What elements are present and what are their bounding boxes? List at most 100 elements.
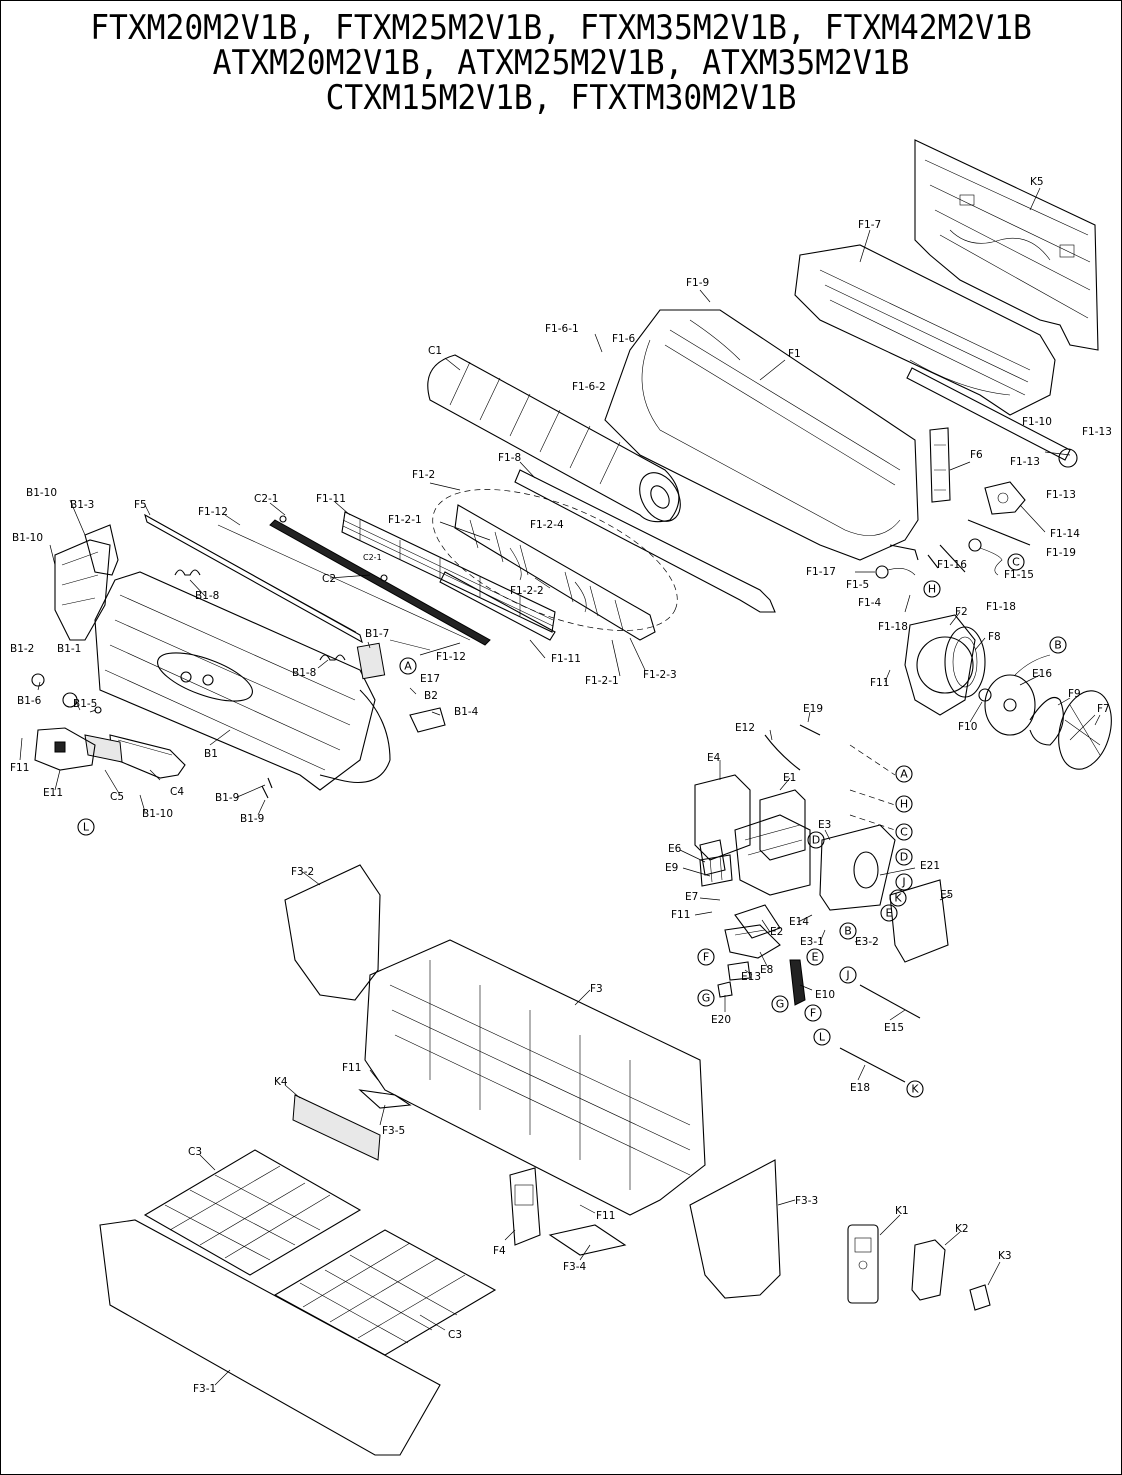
part-label: F1-2 xyxy=(412,469,435,481)
ref-marker-label: J xyxy=(845,969,849,982)
ref-marker-b-bottom: B xyxy=(839,922,857,940)
part-label: B1-3 xyxy=(70,499,94,511)
part-label: F3 xyxy=(590,983,603,995)
part-label: C4 xyxy=(170,786,184,798)
ref-marker-label: L xyxy=(83,821,90,834)
part-label: B1 xyxy=(204,748,218,760)
e19-wire-drawing xyxy=(799,724,821,736)
part-label: F11 xyxy=(596,1210,615,1222)
f5-rail-drawing xyxy=(144,513,363,644)
part-label: F1-17 xyxy=(806,566,836,578)
ref-marker-k-bottom: K xyxy=(906,1080,924,1098)
front-panel-drawing xyxy=(99,1219,441,1456)
part-label: F1-2-1 xyxy=(388,514,422,526)
part-label: E17 xyxy=(420,673,440,685)
f6-bracket-drawing xyxy=(929,427,951,503)
part-label: F1-6-2 xyxy=(572,381,606,393)
part-label: F1-2-3 xyxy=(643,669,677,681)
ref-marker-label: G xyxy=(776,998,785,1011)
ref-marker-j-right: J xyxy=(895,873,913,891)
e6-terminal-drawing xyxy=(699,854,733,887)
bearing-rod-drawing xyxy=(906,367,1078,468)
part-label: F1-5 xyxy=(846,579,869,591)
f3-5-part-drawing xyxy=(358,1089,412,1109)
part-label: F9 xyxy=(1068,688,1081,700)
wiring-dashed-lead-a xyxy=(849,744,896,776)
part-label: E4 xyxy=(707,752,721,764)
ref-marker-label: G xyxy=(702,992,711,1005)
part-label: C1 xyxy=(428,345,442,357)
ref-marker-h-top: H xyxy=(923,580,941,598)
f8-ring-drawing xyxy=(944,626,986,698)
part-label: C3 xyxy=(448,1329,462,1341)
f1-19-rod xyxy=(967,519,1031,546)
part-label: E6 xyxy=(668,843,682,855)
part-label: C2 xyxy=(322,573,336,585)
part-label: F3-5 xyxy=(382,1125,405,1137)
top-grille-drawing xyxy=(794,244,1056,416)
ref-marker-a-right: A xyxy=(895,765,913,783)
part-label: F1-10 xyxy=(1022,416,1052,428)
ref-marker-k-right: K xyxy=(889,889,907,907)
e3-cover-drawing xyxy=(819,824,896,911)
part-label: B1-2 xyxy=(10,643,34,655)
part-label: F1-13 xyxy=(1010,456,1040,468)
f1-15-sensor-drawing xyxy=(968,538,1003,576)
part-label: F1-8 xyxy=(498,452,521,464)
f1-4-motor-drawing xyxy=(875,565,916,579)
part-label: E3-2 xyxy=(855,936,879,948)
mounting-plate-drawing xyxy=(914,139,1099,351)
part-label: F1-12 xyxy=(436,651,466,663)
part-label: B1-1 xyxy=(57,643,81,655)
main-frame-drawing xyxy=(604,309,919,561)
part-label: F1-12 xyxy=(198,506,228,518)
e12-wire-drawing xyxy=(764,734,801,771)
reference-markers: A L C H B A H C D D J K E B E F G G F J … xyxy=(77,553,1067,1098)
e8-pcb-drawing xyxy=(724,924,781,959)
e11-display-drawing xyxy=(34,727,96,771)
part-label: F1-6-1 xyxy=(545,323,579,335)
part-label: E20 xyxy=(711,1014,731,1026)
part-label: E21 xyxy=(920,860,940,872)
part-label: F1-7 xyxy=(858,219,881,231)
part-label: F1-18 xyxy=(878,621,908,633)
ref-marker-b-top: B xyxy=(1049,636,1067,654)
part-label: F1-16 xyxy=(937,559,967,571)
part-label: F1-11 xyxy=(316,493,346,505)
ref-marker-label: C xyxy=(900,826,908,839)
f1-8-arm-drawing xyxy=(514,469,776,613)
part-label: E9 xyxy=(665,862,678,874)
part-label: F5 xyxy=(134,499,147,511)
part-label: F1-2-2 xyxy=(510,585,544,597)
part-label: E15 xyxy=(884,1022,904,1034)
ref-marker-label: B xyxy=(844,925,852,938)
k1-remote-drawing xyxy=(847,1224,879,1304)
ref-marker-a-left: A xyxy=(399,657,417,675)
ref-marker-e-right: E xyxy=(880,904,898,922)
part-label: E5 xyxy=(940,889,953,901)
b1-8-clip-upper xyxy=(174,569,201,576)
ref-marker-label: D xyxy=(900,851,908,864)
ref-marker-label: F xyxy=(810,1007,816,1020)
ref-marker-label: E xyxy=(812,951,819,964)
part-label: F1-6 xyxy=(612,333,636,345)
part-label: F11 xyxy=(342,1062,361,1074)
part-label: F6 xyxy=(970,449,983,461)
model-title-line-3: CTXM15M2V1B, FTXTM30M2V1B xyxy=(325,78,797,118)
ref-marker-label: C xyxy=(1012,556,1020,569)
part-label: F1-4 xyxy=(858,597,882,609)
ref-marker-f-middle: F xyxy=(804,1004,822,1022)
model-title-line-1: FTXM20M2V1B, FTXM25M2V1B, FTXM35M2V1B, F… xyxy=(90,8,1032,48)
c5-plate-drawing xyxy=(84,734,123,763)
b1-4-piece-drawing xyxy=(409,707,446,733)
front-frame-drawing xyxy=(364,939,706,1216)
ref-marker-label: K xyxy=(894,892,902,905)
part-label: E3-1 xyxy=(800,936,824,948)
part-label: E1 xyxy=(783,772,796,784)
e15-sensor-wire-drawing xyxy=(859,984,921,1019)
wiring-dashed-lead-c xyxy=(849,814,896,831)
b1-9-clip-drawing xyxy=(261,777,273,799)
ref-marker-label: A xyxy=(900,768,908,781)
part-label: F3-1 xyxy=(193,1383,216,1395)
